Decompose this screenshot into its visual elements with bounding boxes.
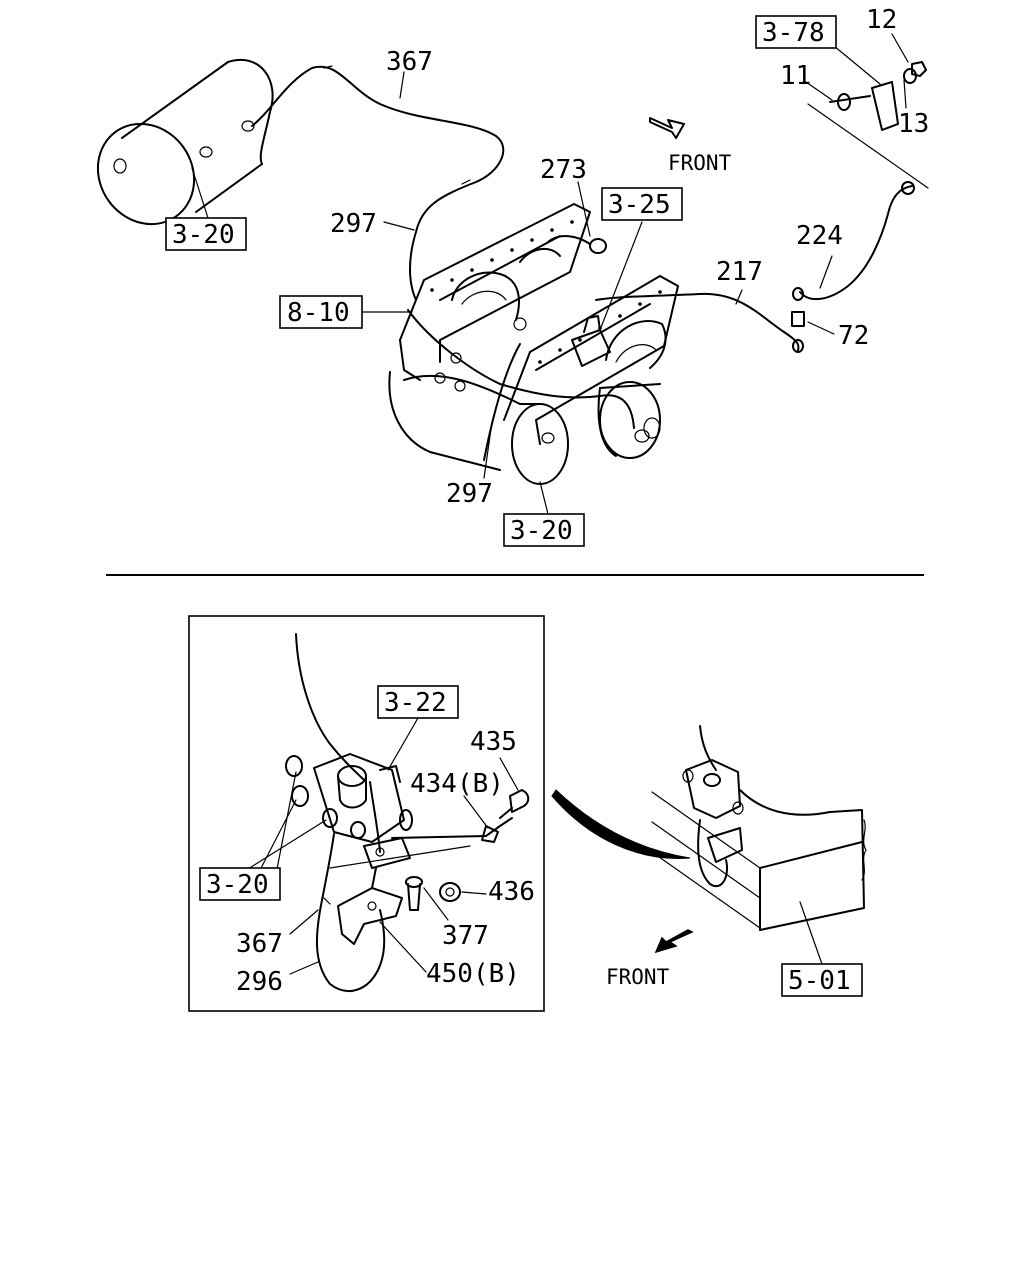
ref-3-20-frame: 3-20 xyxy=(510,516,573,546)
callout-217: 217 xyxy=(716,257,763,287)
callout-72: 72 xyxy=(838,321,869,351)
callout-296: 296 xyxy=(236,967,283,997)
front-arrow-bottom-icon xyxy=(654,929,694,954)
bracket-3-78 xyxy=(807,61,929,189)
callout-436: 436 xyxy=(488,877,535,907)
callout-367-bottom: 367 xyxy=(236,929,283,959)
pipe-224 xyxy=(799,185,913,301)
air-tank-left xyxy=(96,59,274,226)
callout-434b: 434(B) xyxy=(410,769,504,799)
ref-8-10: 8-10 xyxy=(287,298,350,328)
detail-frame xyxy=(188,615,545,1012)
ref-3-22: 3-22 xyxy=(384,688,447,718)
callout-377: 377 xyxy=(442,921,489,951)
callout-297-upper: 297 xyxy=(330,209,377,239)
callout-224: 224 xyxy=(796,221,843,251)
ref-5-01: 5-01 xyxy=(788,966,851,996)
callout-273: 273 xyxy=(540,155,587,185)
ref-3-20-detail: 3-20 xyxy=(206,870,269,900)
callout-435: 435 xyxy=(470,727,517,757)
ref-3-20-tank: 3-20 xyxy=(172,220,235,250)
bolt-435 xyxy=(509,789,530,813)
pipe-273 xyxy=(547,235,591,245)
ref-3-78: 3-78 xyxy=(762,18,825,48)
hose-296 xyxy=(316,833,386,993)
pipe-217 xyxy=(595,292,800,351)
ref-3-25: 3-25 xyxy=(608,190,671,220)
callout-11: 11 xyxy=(780,61,811,91)
bracket-434b xyxy=(391,817,513,839)
callout-13: 13 xyxy=(898,109,929,139)
detail-connector xyxy=(551,789,691,859)
callout-297-lower: 297 xyxy=(446,479,493,509)
bolt-377 xyxy=(405,876,423,911)
pipe-detail-upper xyxy=(295,633,365,781)
front-label-bottom: FRONT xyxy=(606,965,670,989)
nut-436 xyxy=(439,882,461,902)
pipe-367 xyxy=(251,65,505,301)
callout-367-top: 367 xyxy=(386,47,433,77)
callout-450b: 450(B) xyxy=(426,959,520,989)
callout-12: 12 xyxy=(866,5,897,35)
front-arrow-top-icon xyxy=(649,117,685,139)
pipe-297-lower xyxy=(407,309,635,429)
fitting-72 xyxy=(791,287,805,353)
front-label-top: FRONT xyxy=(668,151,732,175)
chassis-frame xyxy=(388,203,679,485)
bracket-450b xyxy=(337,837,411,945)
valve-assembly-3-22 xyxy=(285,753,413,843)
vehicle-frame-context xyxy=(651,725,867,931)
